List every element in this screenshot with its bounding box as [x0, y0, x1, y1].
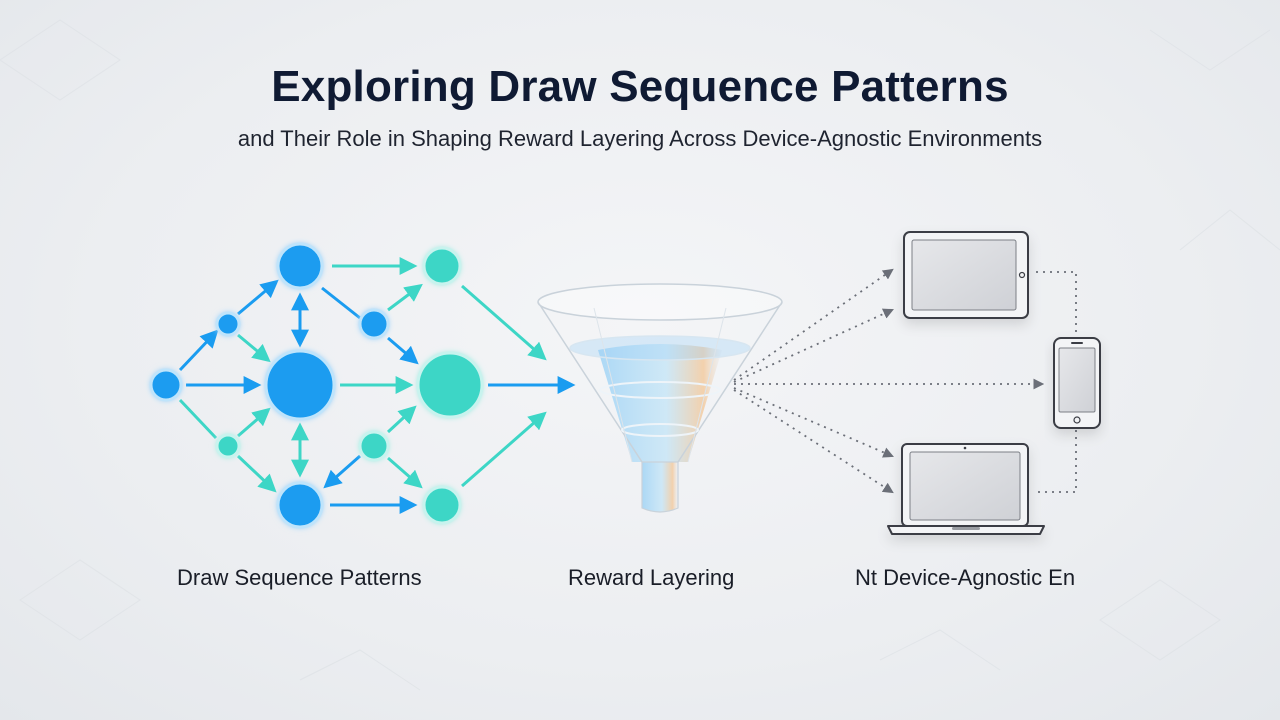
edge [237, 407, 271, 438]
funnel-layer [621, 423, 699, 437]
pattern-network-nodes [149, 242, 484, 529]
edge [178, 398, 218, 440]
connector [733, 308, 894, 383]
edge [323, 454, 361, 489]
funnel-rim [537, 283, 783, 321]
node-blue [276, 481, 324, 529]
edge [237, 333, 271, 363]
edge [237, 279, 279, 316]
edge [321, 286, 361, 320]
edge [236, 454, 277, 493]
node-teal-large [416, 351, 484, 419]
edge [386, 405, 417, 434]
node-blue [276, 242, 324, 290]
edge [387, 283, 423, 312]
edge [387, 336, 419, 365]
connector [733, 387, 894, 458]
connector [1036, 430, 1077, 493]
edge [178, 329, 219, 372]
caption-draw-sequence-patterns: Draw Sequence Patterns [177, 565, 422, 590]
page-title: Exploring Draw Sequence Patterns [271, 62, 1009, 111]
edge [461, 411, 547, 488]
funnel-layer [569, 335, 751, 361]
funnel-spout [641, 461, 679, 513]
phone-icon [1053, 337, 1101, 429]
edge [387, 456, 423, 489]
background-network [0, 19, 1280, 691]
node-teal [422, 246, 462, 286]
caption-device-agnostic: Nt Device-Agnostic En [855, 565, 1076, 590]
funnel-body [537, 301, 783, 463]
node-blue [215, 311, 241, 337]
reward-funnel-icon [537, 283, 783, 513]
connector [1036, 271, 1077, 336]
funnel-layer [599, 381, 721, 399]
node-teal [358, 430, 390, 462]
caption-reward-layering: Reward Layering [568, 565, 735, 590]
connector [733, 268, 894, 381]
node-blue [358, 308, 390, 340]
connector [733, 389, 894, 494]
node-blue [149, 368, 183, 402]
funnel-liquid [598, 344, 722, 462]
device-connectors [733, 268, 1077, 494]
laptop-icon [887, 443, 1045, 535]
node-blue-large [264, 349, 336, 421]
page-subtitle: and Their Role in Shaping Reward Layerin… [237, 126, 1043, 151]
pattern-network-edges [178, 257, 576, 514]
node-teal [215, 433, 241, 459]
node-teal [422, 485, 462, 525]
tablet-icon [903, 231, 1029, 319]
edge [461, 284, 547, 361]
